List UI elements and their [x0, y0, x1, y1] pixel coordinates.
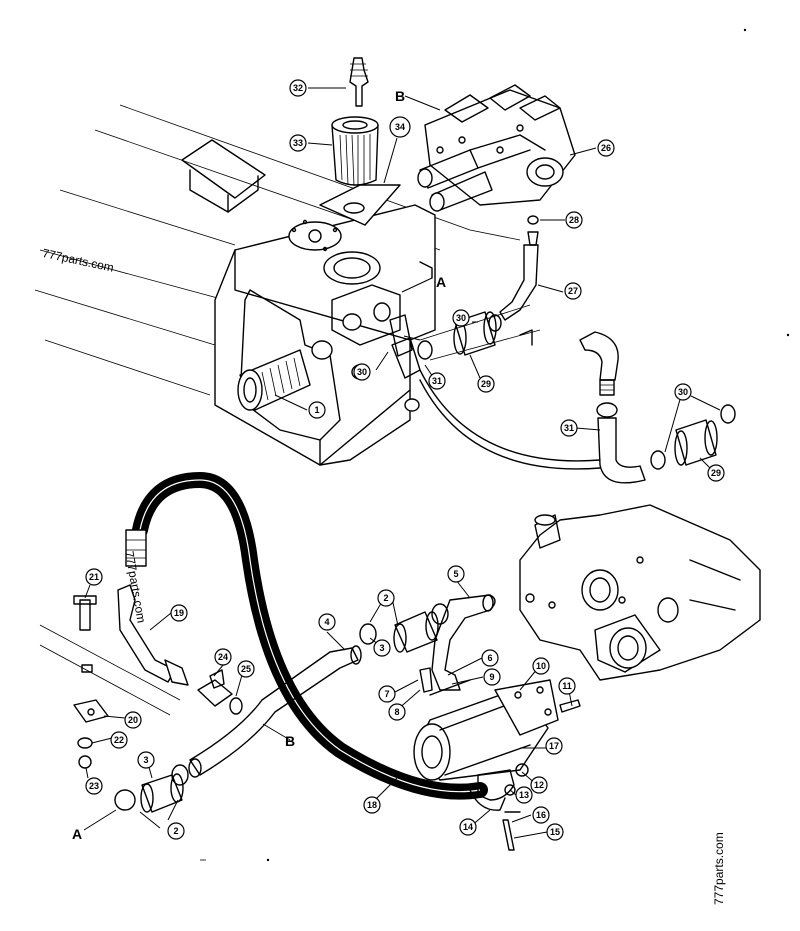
- svg-text:28: 28: [569, 215, 579, 225]
- letter-b-valve: B: [395, 88, 405, 104]
- svg-text:5: 5: [453, 569, 458, 579]
- callout-15: 15: [546, 823, 564, 841]
- callout-13: 13: [515, 786, 533, 804]
- svg-text:14: 14: [463, 822, 473, 832]
- svg-text:31: 31: [432, 376, 442, 386]
- callout-31-upper: 31: [428, 372, 446, 390]
- callout-8: 8: [388, 703, 406, 721]
- callout-21: 21: [85, 568, 103, 586]
- callout-20: 20: [124, 711, 142, 729]
- callout-33: 33: [289, 134, 307, 152]
- callout-28: 28: [565, 211, 583, 229]
- svg-text:29: 29: [711, 468, 721, 478]
- svg-text:6: 6: [487, 653, 492, 663]
- svg-text:30: 30: [357, 367, 367, 377]
- svg-text:9: 9: [489, 672, 494, 682]
- callout-30-upper: 30: [452, 309, 470, 327]
- letter-b-tube: B: [285, 733, 295, 749]
- callout-26: 26: [597, 139, 615, 157]
- callout-31-right: 31: [560, 419, 578, 437]
- callout-4: 4: [318, 613, 336, 631]
- svg-text:10: 10: [536, 661, 546, 671]
- callout-2-upper: 2: [377, 589, 395, 607]
- callout-22: 22: [110, 731, 128, 749]
- svg-text:26: 26: [601, 143, 611, 153]
- svg-text:24: 24: [218, 652, 228, 662]
- svg-text:33: 33: [293, 138, 303, 148]
- callout-24: 24: [214, 648, 232, 666]
- letter-a-tank: A: [436, 274, 446, 290]
- svg-text:32: 32: [293, 83, 303, 93]
- callout-1: 1: [308, 401, 326, 419]
- reference-letters: B A B A: [72, 88, 446, 842]
- svg-text:2: 2: [383, 593, 388, 603]
- callout-19: 19: [170, 604, 188, 622]
- long-hose: [125, 471, 488, 800]
- svg-text:25: 25: [241, 664, 251, 674]
- svg-text:29: 29: [481, 379, 491, 389]
- svg-text:30: 30: [456, 313, 466, 323]
- callout-25: 25: [237, 660, 255, 678]
- svg-text:20: 20: [128, 715, 138, 725]
- callout-34: 34: [389, 116, 411, 138]
- engine-housing: [519, 504, 761, 681]
- elbow-hose: [431, 594, 496, 691]
- upper-return-lines: [389, 215, 736, 484]
- watermark-text: 777parts.com: [712, 832, 726, 905]
- letter-a-lower: A: [72, 826, 82, 842]
- callout-3-upper: 3: [373, 639, 391, 657]
- callout-7: 7: [378, 685, 396, 703]
- svg-text:13: 13: [519, 790, 529, 800]
- callout-14: 14: [459, 818, 477, 836]
- callout-12: 12: [530, 776, 548, 794]
- svg-text:8: 8: [394, 707, 399, 717]
- callout-5: 5: [447, 565, 465, 583]
- callout-29-upper: 29: [477, 375, 495, 393]
- callout-6: 6: [481, 649, 499, 667]
- svg-text:18: 18: [367, 800, 377, 810]
- svg-text:30: 30: [678, 387, 688, 397]
- svg-text:2: 2: [173, 826, 178, 836]
- svg-text:22: 22: [114, 735, 124, 745]
- callout-10: 10: [532, 657, 550, 675]
- svg-text:1: 1: [314, 405, 319, 415]
- svg-text:23: 23: [89, 781, 99, 791]
- callout-11: 11: [558, 677, 576, 695]
- svg-text:4: 4: [324, 617, 329, 627]
- callout-18: 18: [363, 796, 381, 814]
- svg-text:31: 31: [564, 423, 574, 433]
- leader-lines: [83, 87, 721, 839]
- control-valve: [417, 84, 576, 212]
- callout-2-lower: 2: [167, 822, 185, 840]
- hydraulic-tank: [214, 204, 541, 466]
- svg-text:12: 12: [534, 780, 544, 790]
- svg-text:11: 11: [562, 681, 572, 691]
- svg-text:19: 19: [174, 608, 184, 618]
- callout-9: 9: [483, 668, 501, 686]
- svg-text:21: 21: [89, 572, 99, 582]
- svg-text:27: 27: [568, 286, 578, 296]
- callout-30-tank: 30: [353, 363, 371, 381]
- callout-16: 16: [532, 806, 550, 824]
- lower-left-fittings: [39, 584, 243, 769]
- callout-27: 27: [564, 282, 582, 300]
- callout-29-lower: 29: [707, 464, 725, 482]
- svg-text:17: 17: [549, 741, 559, 751]
- hydraulic-pump: [413, 667, 581, 851]
- callout-3-lower: 3: [137, 751, 155, 769]
- svg-text:34: 34: [395, 122, 405, 132]
- callout-23: 23: [85, 777, 103, 795]
- callout-32: 32: [289, 79, 307, 97]
- svg-text:7: 7: [384, 689, 389, 699]
- svg-text:3: 3: [143, 755, 148, 765]
- svg-text:15: 15: [550, 827, 560, 837]
- svg-text:16: 16: [536, 810, 546, 820]
- callout-30-right: 30: [674, 383, 692, 401]
- svg-text:3: 3: [379, 643, 384, 653]
- callout-17: 17: [545, 737, 563, 755]
- filter-assembly: [319, 57, 401, 226]
